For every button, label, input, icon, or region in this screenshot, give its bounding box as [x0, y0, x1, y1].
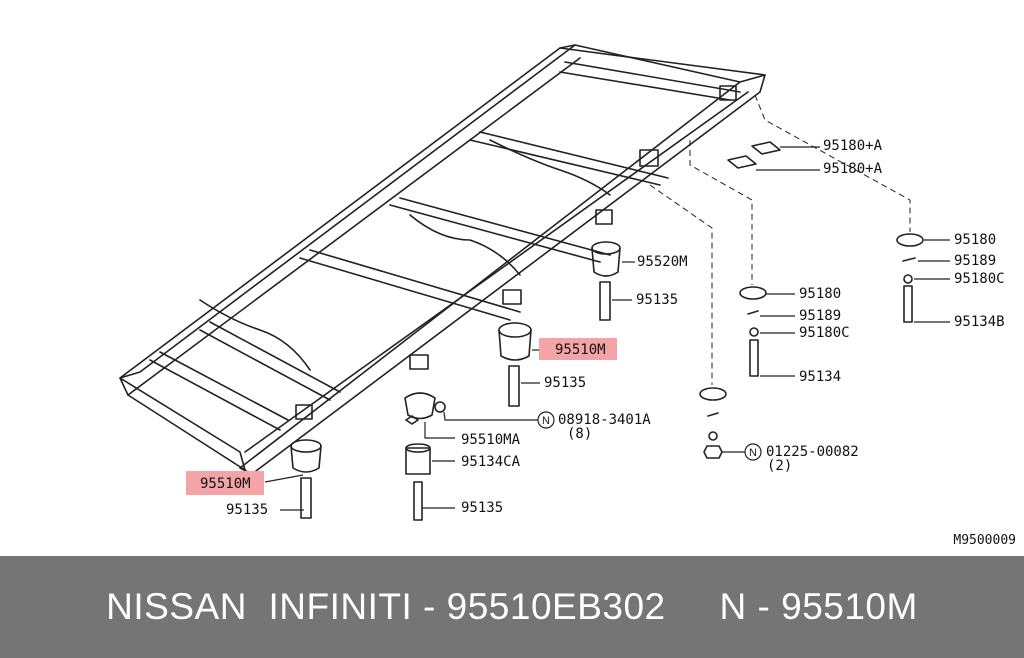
label-95134B: 95134B	[954, 314, 1005, 330]
label-95180-right: 95180	[954, 232, 997, 248]
label-95520M: 95520M	[637, 254, 688, 270]
circle-n-label-b: N	[749, 447, 757, 459]
label-95135-c: 95135	[226, 502, 269, 518]
label-95189-right: 95189	[954, 253, 997, 269]
label-95135-b: 95135	[544, 375, 587, 391]
label-95134: 95134	[799, 369, 842, 385]
label-95180A-1: 95180+A	[823, 138, 883, 154]
chassis-frame-diagram: N N	[119, 44, 950, 521]
mount-brackets	[295, 85, 737, 420]
label-95510M-b: 95510M	[200, 476, 251, 492]
mount-parts	[290, 141, 924, 521]
label-95510MA: 95510MA	[461, 432, 521, 448]
circle-n-label-a: N	[542, 415, 550, 427]
leader-lines	[264, 146, 950, 511]
highlight-95510M-b	[186, 471, 264, 495]
label-01225-qty: (2)	[767, 458, 793, 474]
label-95180-mid: 95180	[799, 286, 842, 302]
footer-part-code: N - 95510M	[719, 586, 918, 627]
label-08918-3401A: 08918-3401A	[558, 412, 651, 428]
footer-gap	[666, 586, 720, 628]
footer-brand-part: NISSAN INFINITI - 95510EB302	[106, 586, 666, 627]
circle-n-markers	[537, 411, 762, 461]
label-95510M-a: 95510M	[555, 342, 606, 358]
footer-banner: NISSAN INFINITI - 95510EB302 N - 95510M	[0, 556, 1024, 658]
label-95135-a: 95135	[636, 292, 679, 308]
label-95180A-2: 95180+A	[823, 161, 883, 177]
highlight-95510M-a	[539, 338, 617, 360]
label-01225-00082: 01225-00082	[766, 444, 859, 460]
label-95180C-right: 95180C	[954, 271, 1005, 287]
dashed-guides	[649, 94, 911, 385]
label-08918-qty: (8)	[567, 426, 593, 442]
label-95135-d: 95135	[461, 500, 504, 516]
frame-cross-members	[149, 61, 741, 431]
diagram-code: M9500009	[953, 533, 1016, 548]
label-95134CA: 95134CA	[461, 454, 521, 470]
label-95189-mid: 95189	[799, 308, 842, 324]
frame-rails	[119, 44, 766, 475]
label-95180C-mid: 95180C	[799, 325, 850, 341]
